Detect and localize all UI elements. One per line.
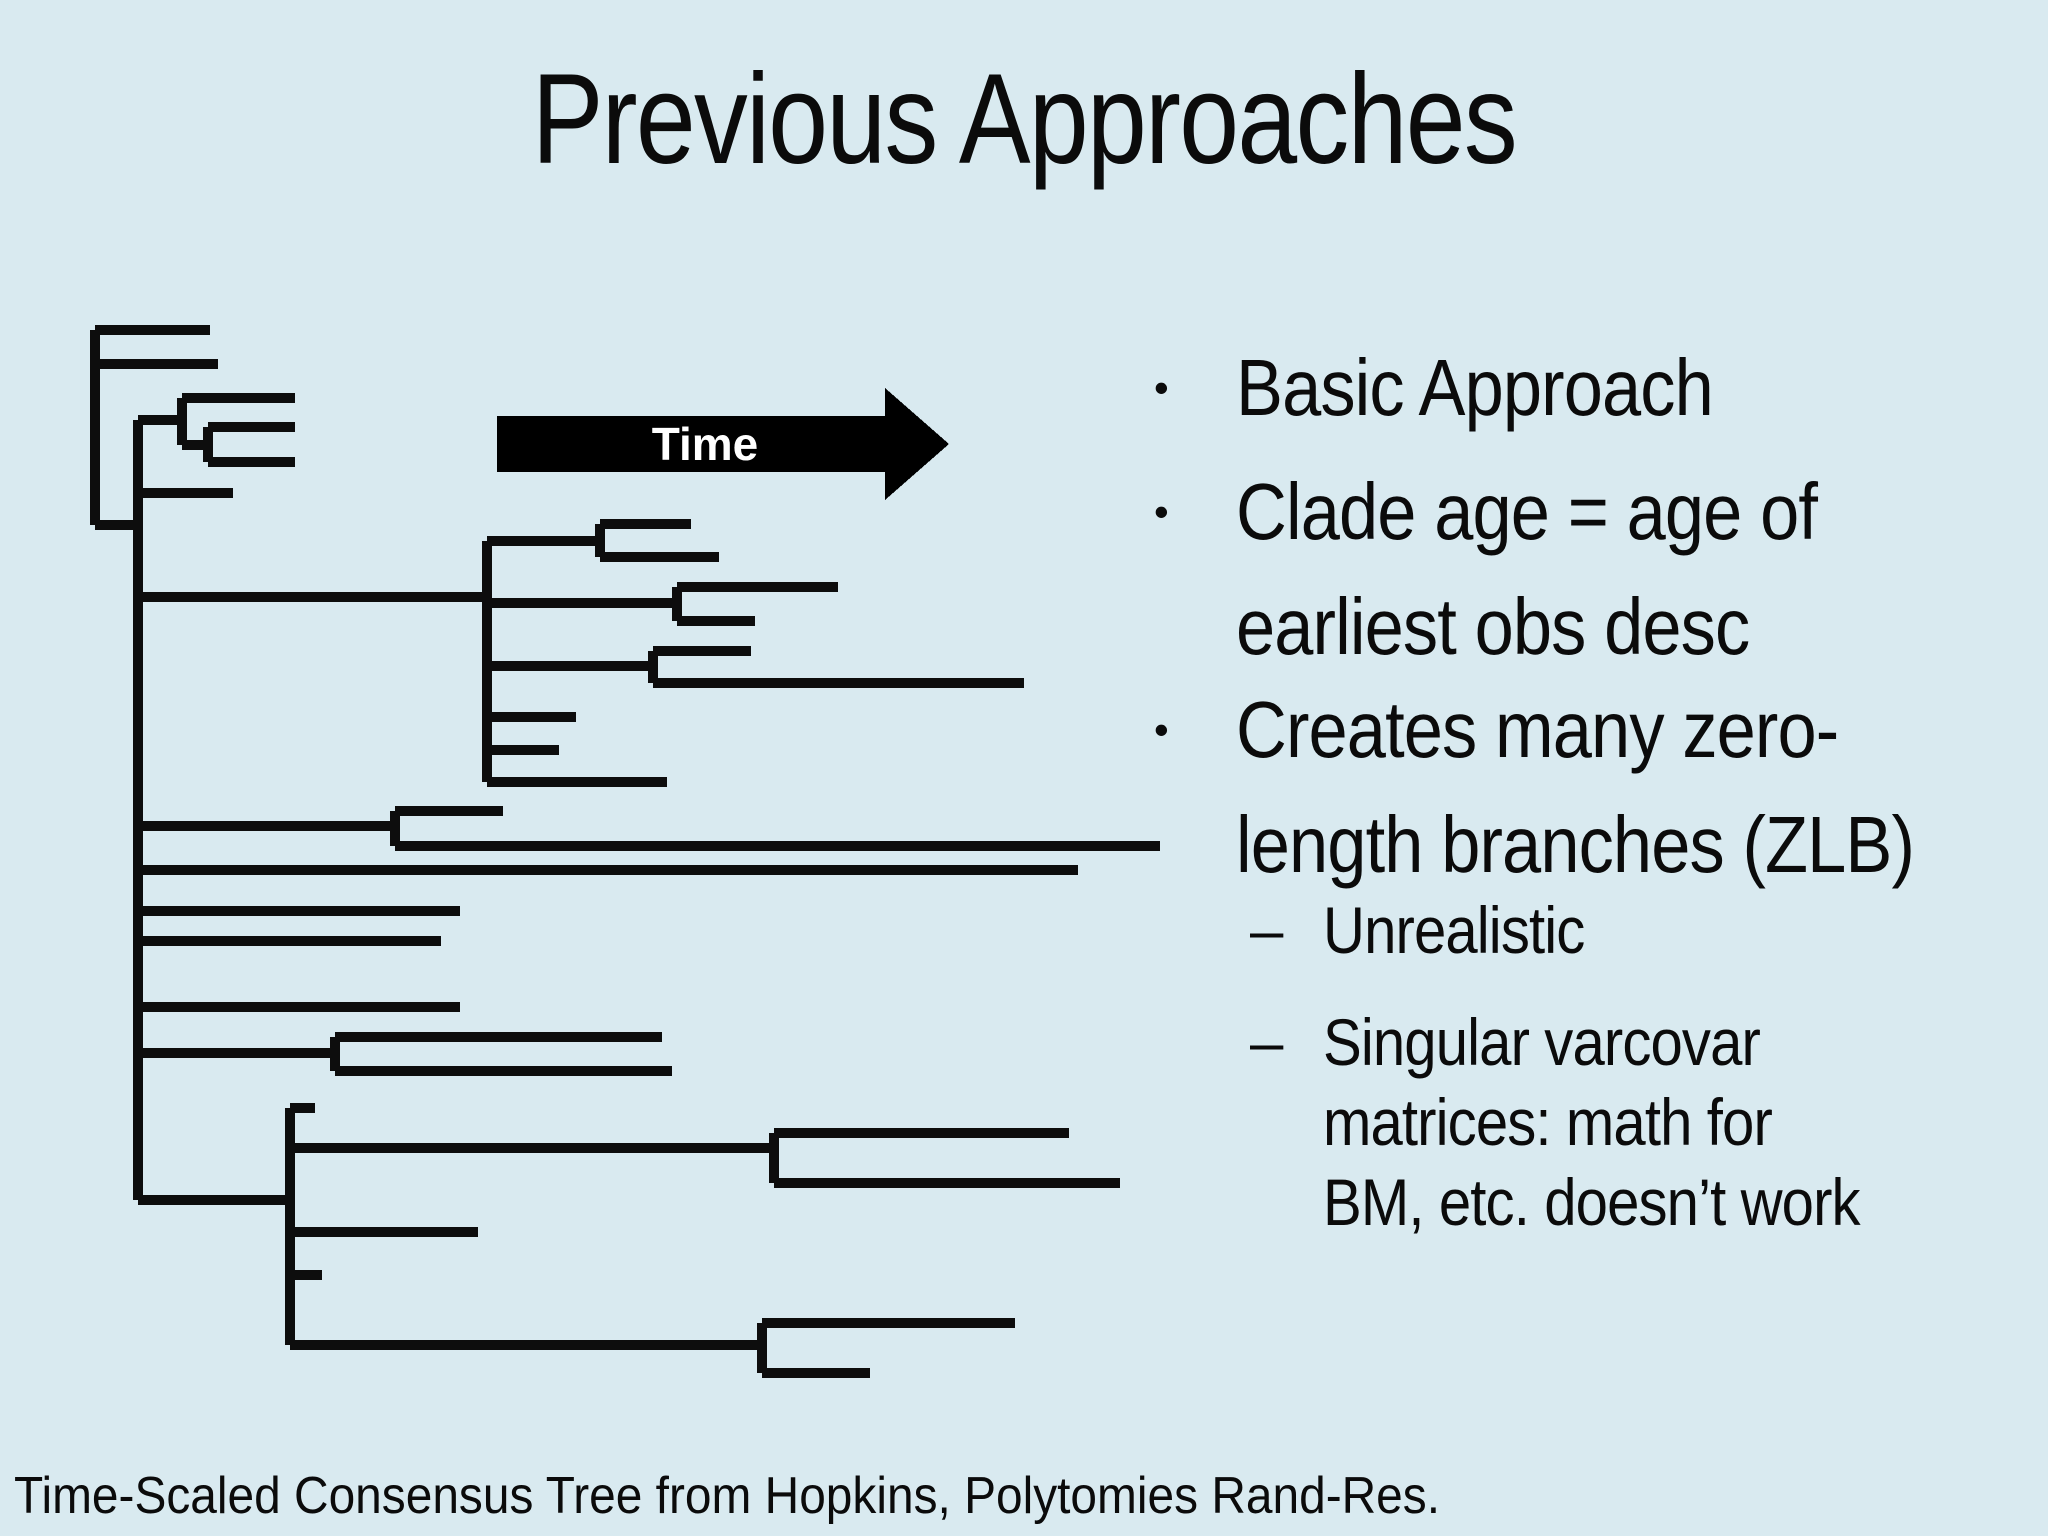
subbullet-marker: – [1250, 1008, 1284, 1076]
subbullet-text: Singular varcovar [1323, 1005, 1761, 1079]
subbullet-text: Unrealistic [1323, 893, 1585, 967]
bullet-text: length branches (ZLB) [1236, 800, 1915, 889]
bullet-text: earliest obs desc [1236, 582, 1750, 671]
bullet-zlb-line-1: • Creates many zero- [1150, 685, 1920, 774]
figure-caption: Time-Scaled Consensus Tree from Hopkins,… [14, 1466, 1564, 1526]
subbullet-unrealistic: – Unrealistic [1150, 893, 1620, 967]
time-arrow-label: Time [652, 418, 759, 470]
subbullet-varcovar-line-1: – Singular varcovar [1150, 1005, 1820, 1079]
subbullet-marker: – [1250, 896, 1284, 964]
figure-caption-text: Time-Scaled Consensus Tree from Hopkins,… [14, 1467, 1440, 1525]
tree-branches [90, 325, 1160, 1378]
subbullet-varcovar-line-2: matrices: math for [1150, 1085, 1833, 1159]
subbullet-varcovar-line-3: BM, etc. doesn’t work [1150, 1165, 1933, 1239]
bullet-clade-age-line-1: • Clade age = age of [1150, 467, 1896, 556]
bullet-text: Creates many zero- [1236, 685, 1839, 774]
slide-title: Previous Approaches [0, 48, 2048, 191]
bullet-text: Clade age = age of [1236, 467, 1818, 556]
bullet-basic-approach: • Basic Approach [1150, 343, 1778, 432]
bullet-marker: • [1154, 488, 1169, 535]
bullet-text: Basic Approach [1236, 343, 1714, 432]
subbullet-text: BM, etc. doesn’t work [1323, 1165, 1861, 1239]
subbullet-text: matrices: math for [1323, 1085, 1773, 1159]
time-arrow: Time [497, 388, 949, 500]
time-arrow-shape [497, 388, 949, 500]
bullet-marker: • [1154, 706, 1169, 753]
bullet-zlb-line-2: length branches (ZLB) [1150, 800, 2007, 889]
bullet-clade-age-line-2: earliest obs desc [1150, 582, 1819, 671]
bullet-marker: • [1154, 364, 1169, 411]
slide-title-text: Previous Approaches [531, 48, 1518, 191]
